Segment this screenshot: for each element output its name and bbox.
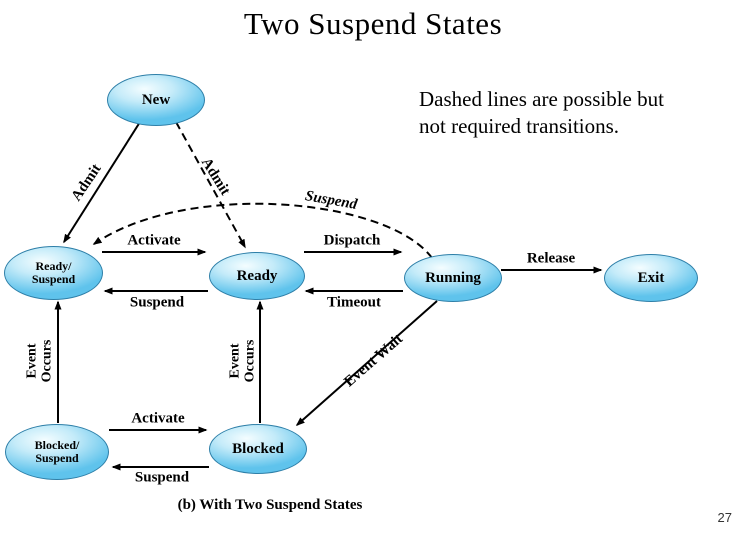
label-event-occurs-left: Event Occurs <box>24 339 54 383</box>
label-suspend-bottom: Suspend <box>134 469 190 486</box>
state-ready-suspend-line2: Suspend <box>31 272 76 286</box>
state-exit-label: Exit <box>637 269 665 286</box>
state-ready-suspend: Ready/ Suspend <box>4 246 103 300</box>
state-exit: Exit <box>604 254 698 302</box>
state-blocked-suspend: Blocked/ Suspend <box>5 424 109 480</box>
note-text: Dashed lines are possible but not requir… <box>419 86 744 141</box>
page-number: 27 <box>717 510 732 525</box>
label-activate-bottom: Activate <box>131 410 185 427</box>
state-running-label: Running <box>425 269 481 286</box>
label-dispatch: Dispatch <box>323 232 381 249</box>
note-line-1: Dashed lines are possible but <box>419 87 664 111</box>
state-blocked-suspend-line2: Suspend <box>35 451 79 465</box>
state-blocked-label: Blocked <box>232 440 284 457</box>
arrow-event-wait <box>295 300 438 426</box>
note-line-2: not required transitions. <box>419 114 620 139</box>
state-ready: Ready <box>209 252 305 300</box>
state-blocked: Blocked <box>209 424 307 474</box>
state-new-label: New <box>141 91 171 108</box>
page-title: Two Suspend States <box>243 6 503 41</box>
label-event-occurs-mid: Event Occurs <box>227 339 257 383</box>
state-blocked-suspend-line1: Blocked/ <box>34 437 80 452</box>
figure-caption: (b) With Two Suspend States <box>177 497 363 513</box>
label-timeout: Timeout <box>327 294 381 311</box>
arrow-admit-dashed <box>175 121 246 249</box>
label-release: Release <box>526 250 576 267</box>
state-ready-suspend-line1: Ready/ <box>35 258 72 273</box>
arrow-admit-solid <box>63 121 141 244</box>
state-new: New <box>107 74 205 126</box>
state-ready-label: Ready <box>236 267 278 284</box>
label-suspend-top: Suspend <box>129 294 185 311</box>
label-activate-top: Activate <box>127 232 181 249</box>
arrow-suspend-curve <box>92 202 433 259</box>
state-running: Running <box>404 254 502 302</box>
